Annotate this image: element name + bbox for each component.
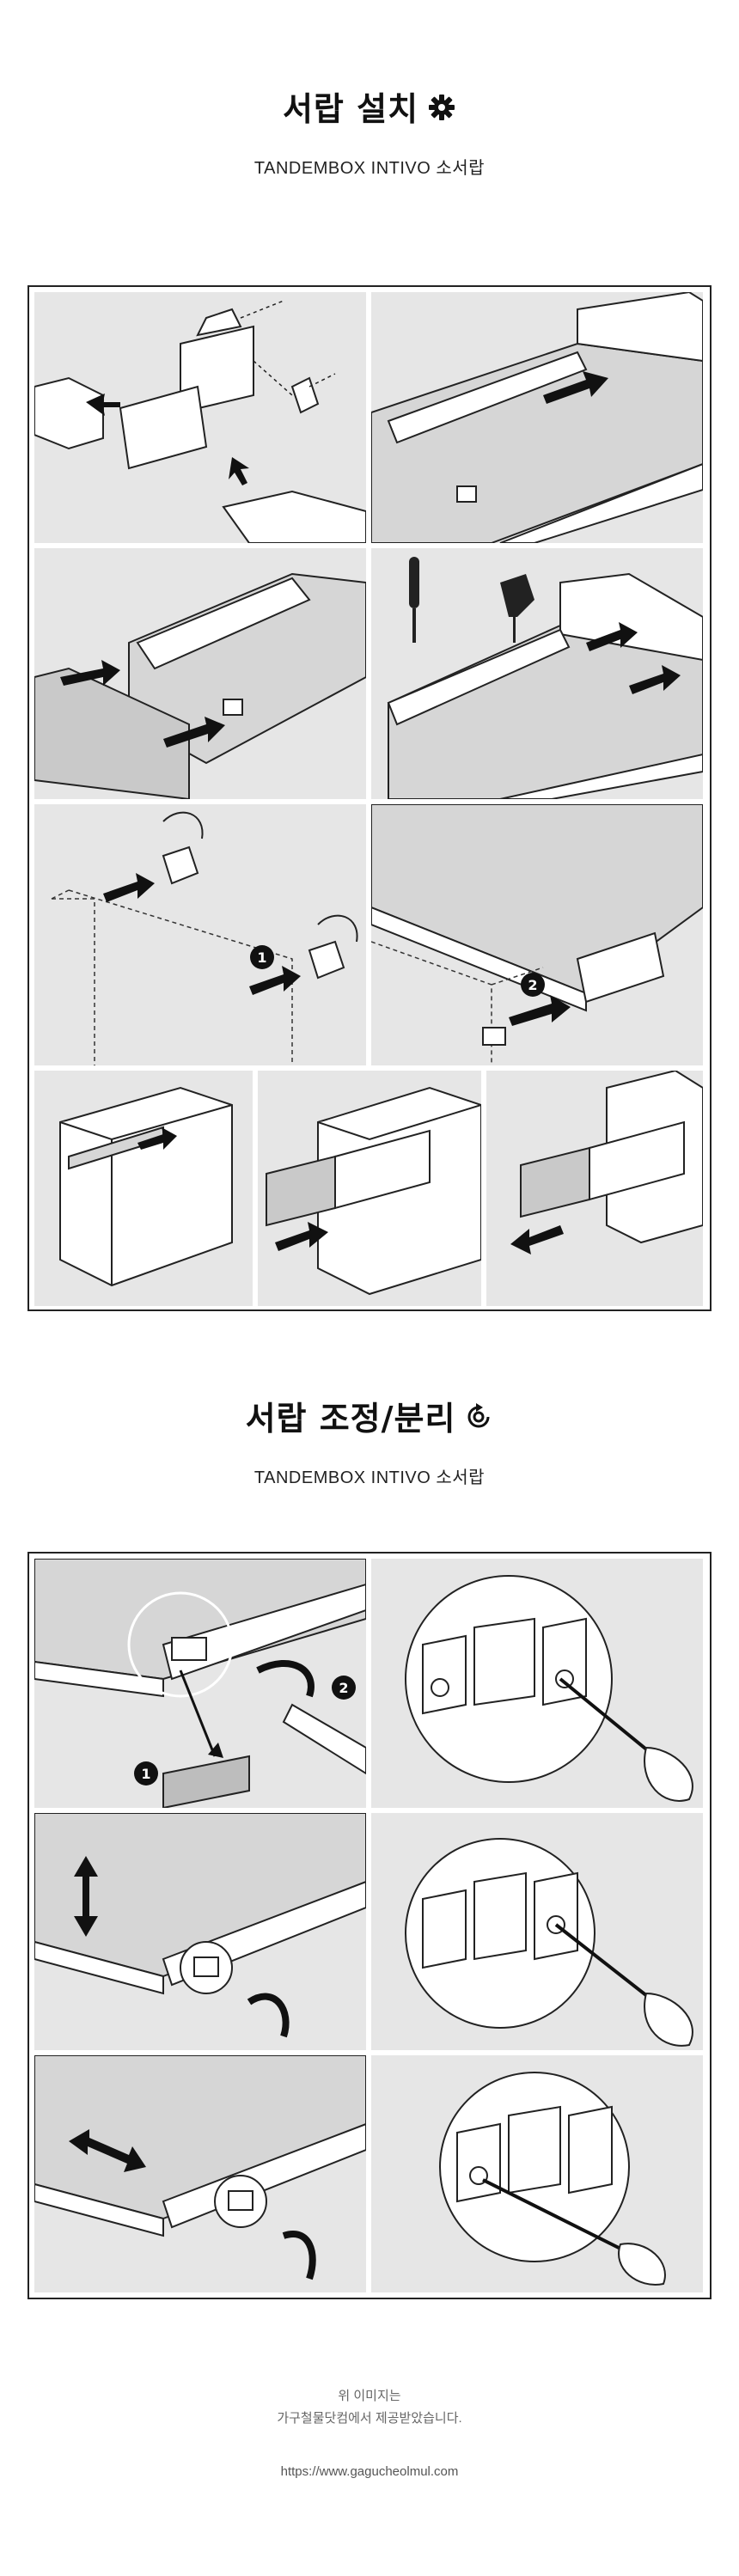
adjust-step-detail-height xyxy=(371,1559,703,1808)
install-step-slide-side xyxy=(371,292,703,543)
front-fixing-illustration: 1 xyxy=(51,811,358,1065)
lateral-adjust-illustration xyxy=(34,2055,366,2280)
slide-side-illustration xyxy=(371,292,703,543)
install-step-drawer-push xyxy=(258,1071,481,1306)
install-step-1-label: 1 xyxy=(257,949,266,966)
install-step-front-fixing: 1 xyxy=(34,804,366,1065)
install-subtitle: TANDEMBOX INTIVO 소서랍 xyxy=(253,159,486,178)
footer-url[interactable]: https://www.gagucheolmul.com xyxy=(280,2464,459,2479)
install-step-cabinet-empty xyxy=(34,1071,253,1306)
adjust-step-lateral xyxy=(34,2055,366,2292)
screw-fix-illustration xyxy=(387,557,703,799)
adjust-step-1-label: 1 xyxy=(141,1766,150,1782)
adjust-step-2-label: 2 xyxy=(339,1680,348,1696)
footer-credit-line-1: 위 이미지는 xyxy=(338,2389,401,2403)
detail-side-illustration xyxy=(439,2072,666,2286)
install-step-assemble-front xyxy=(34,292,366,543)
gear-icon xyxy=(427,92,456,121)
adjust-illustration-frame: 1 2 xyxy=(27,1552,712,2299)
adjust-title: 서랍 조정/분리 xyxy=(0,1392,739,1439)
assemble-front-illustration xyxy=(34,300,366,543)
vertical-adjust-illustration xyxy=(34,1813,366,2038)
adjust-step-remove-cover: 1 2 xyxy=(34,1559,366,1808)
adjust-step-detail-side xyxy=(371,2055,703,2292)
install-step-drawer-insert: 2 xyxy=(371,804,703,1065)
install-step-screw-fix xyxy=(371,548,703,799)
footer-credit-line-2: 가구철물닷컴에서 제공받았습니다. xyxy=(277,2411,462,2426)
adjust-subtitle: TANDEMBOX INTIVO 소서랍 xyxy=(253,1468,486,1487)
adjust-step-detail-depth xyxy=(371,1813,703,2050)
install-illustration-frame: 1 2 xyxy=(27,285,712,1311)
install-step-1-badge xyxy=(250,945,274,969)
adjust-heading: 서랍 조정/분리 TANDEMBOX INTIVO 소서랍 xyxy=(0,1392,739,1488)
drawer-pull-illustration xyxy=(510,1071,703,1254)
remove-cover-illustration: 1 2 xyxy=(34,1559,366,1808)
adjust-step-vertical xyxy=(34,1813,366,2050)
install-step-drawer-pull xyxy=(486,1071,703,1306)
install-step-2-badge xyxy=(521,973,545,997)
cabinet-empty-illustration xyxy=(59,1086,233,1287)
install-heading: 서랍 설치 TAN xyxy=(0,82,739,179)
drawer-push-illustration xyxy=(266,1086,481,1296)
footer: 위 이미지는 가구철물닷컴에서 제공받았습니다. https://www.gag… xyxy=(0,2385,739,2479)
install-step-attach-front xyxy=(34,548,366,799)
detail-height-illustration xyxy=(405,1575,693,1802)
install-step-2-label: 2 xyxy=(528,977,537,993)
attach-front-illustration xyxy=(34,572,366,799)
install-title: 서랍 설치 xyxy=(0,82,739,130)
adjust-title-text: 서랍 조정/분리 xyxy=(245,1400,456,1438)
drawer-insert-illustration: 2 xyxy=(371,804,703,1065)
adjust-cycle-icon xyxy=(464,1401,493,1431)
install-title-text: 서랍 설치 xyxy=(282,90,419,128)
detail-depth-illustration xyxy=(405,1838,693,2047)
